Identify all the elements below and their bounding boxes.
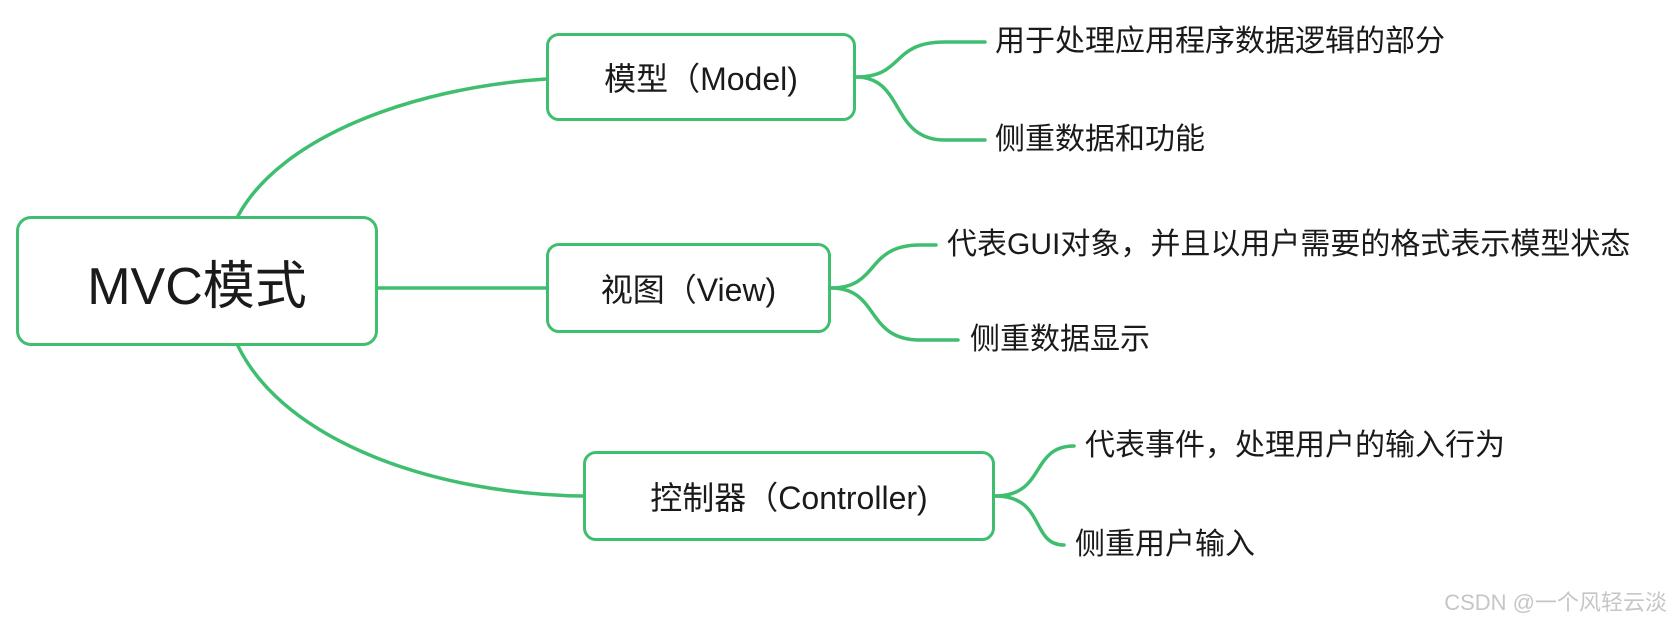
leaf-controller-events[interactable]: 代表事件，处理用户的输入行为 xyxy=(1085,429,1505,462)
connector-controller-to-leaf1 xyxy=(993,444,1076,498)
branch-node-model-label: 模型（Model) xyxy=(604,61,798,97)
leaf-model-focus[interactable]: 侧重数据和功能 xyxy=(995,123,1205,156)
connector-controller-to-leaf2 xyxy=(993,494,1066,547)
branch-node-view[interactable]: 视图（View) xyxy=(546,243,831,333)
branch-node-controller[interactable]: 控制器（Controller) xyxy=(583,451,995,541)
connector-root-to-model xyxy=(236,77,548,218)
connector-root-to-controller xyxy=(236,344,585,498)
branch-node-controller-label: 控制器（Controller) xyxy=(650,480,928,516)
connector-view-to-leaf2 xyxy=(829,286,960,342)
leaf-model-data-logic[interactable]: 用于处理应用程序数据逻辑的部分 xyxy=(995,25,1445,58)
leaf-controller-focus[interactable]: 侧重用户输入 xyxy=(1075,528,1255,561)
connector-view-to-leaf1 xyxy=(829,243,938,290)
branch-node-model[interactable]: 模型（Model) xyxy=(546,33,856,121)
leaf-view-focus[interactable]: 侧重数据显示 xyxy=(970,323,1150,356)
leaf-view-gui-object[interactable]: 代表GUI对象，并且以用户需要的格式表示模型状态 xyxy=(947,228,1631,261)
root-node-label: MVC模式 xyxy=(87,257,307,316)
connector-model-to-leaf2 xyxy=(854,75,987,142)
connector-model-to-leaf1 xyxy=(854,40,987,79)
branch-node-view-label: 视图（View) xyxy=(600,272,777,308)
root-node-mvc[interactable]: MVC模式 xyxy=(16,216,378,346)
watermark-csdn: CSDN @一个风轻云淡 xyxy=(1444,590,1667,615)
